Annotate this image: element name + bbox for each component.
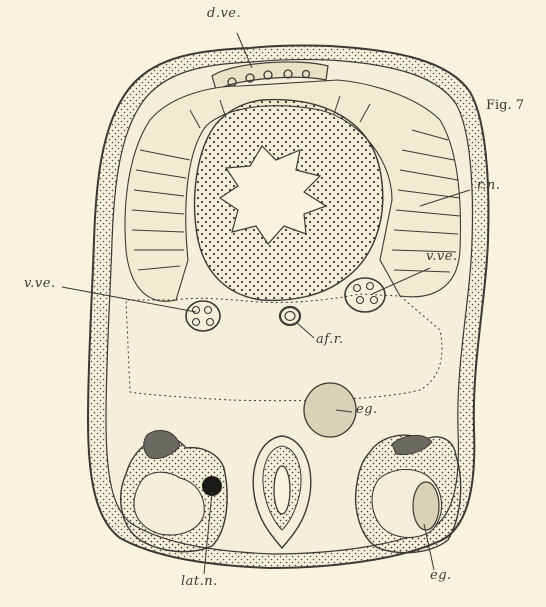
ventral-vessel-right	[345, 278, 385, 312]
egg-upper	[304, 383, 356, 437]
label-egg-upper: eg.	[356, 402, 378, 417]
right-lateral-chamber	[356, 435, 461, 553]
label-left-ventral-vessel: v.ve.	[24, 276, 56, 291]
ventral-vessel-left	[186, 301, 220, 331]
label-lateral-nerve: lat.n.	[181, 574, 218, 589]
label-egg-lower: eg.	[430, 568, 452, 583]
label-right-nerve: r.n.	[477, 178, 500, 193]
label-afr: af.r.	[316, 332, 344, 347]
label-right-ventral-vessel: v.ve.	[426, 249, 458, 264]
egg-lower	[413, 482, 439, 530]
label-dorsal-vessels: d.ve.	[207, 6, 241, 21]
figure-number: Fig. 7	[486, 98, 524, 113]
